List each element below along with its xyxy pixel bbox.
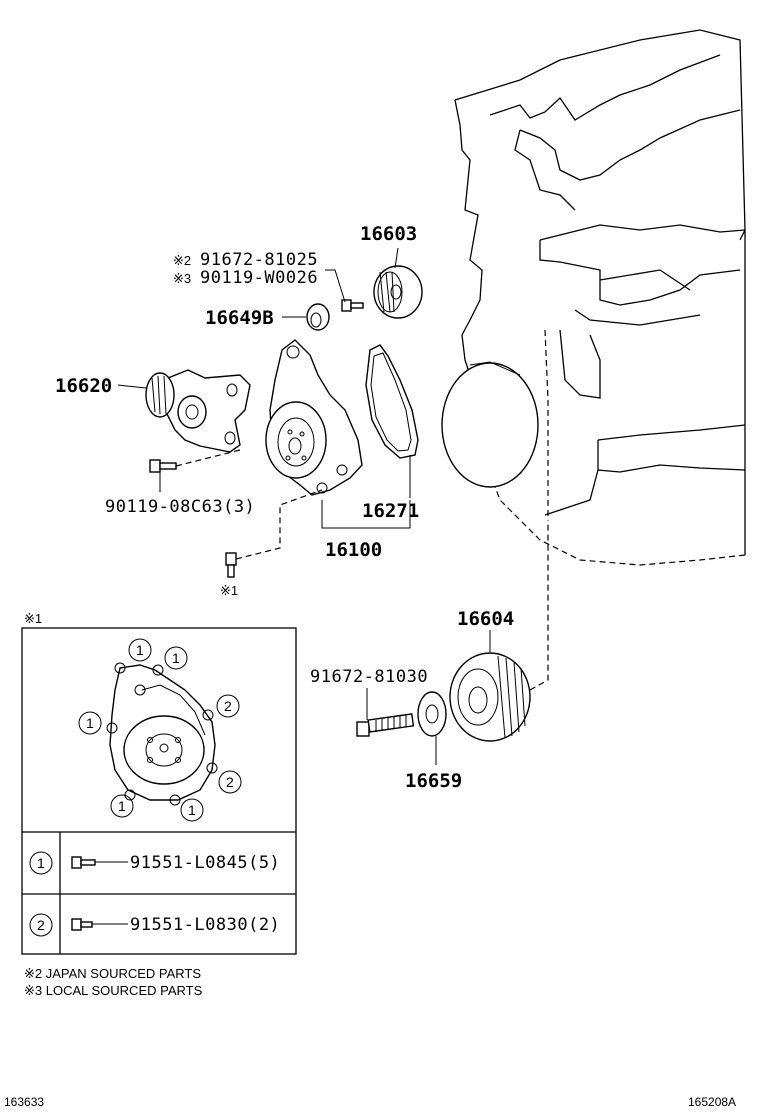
svg-text:1: 1 — [188, 802, 196, 818]
label-16620: 16620 — [55, 375, 112, 397]
label-91672-81025: 91672-81025 — [200, 250, 318, 270]
inset-row-2: 2 91551-L0830(2) — [29, 913, 280, 937]
svg-text:2: 2 — [224, 698, 232, 714]
bolt-91672-81025 — [325, 269, 364, 312]
inset-callout-2a: 2 — [216, 694, 240, 718]
bolt-90119-08C63 — [149, 449, 241, 492]
footer-right-code: 165208A — [688, 1095, 736, 1109]
note-local-sourced: ※3 LOCAL SOURCED PARTS — [24, 983, 203, 998]
row-1-part: 91551-L0845(5) — [130, 853, 280, 873]
inset-callout-1c: 1 — [78, 711, 102, 735]
label-16271: 16271 — [362, 500, 419, 522]
bolt-91672-81030 — [356, 688, 415, 737]
footer-left-code: 163633 — [4, 1095, 44, 1109]
label-16649B: 16649B — [205, 307, 274, 329]
inset-row-1: 1 91551-L0845(5) — [29, 851, 280, 875]
cap-16649B — [282, 303, 330, 331]
svg-text:2: 2 — [226, 774, 234, 790]
row-1-index: 1 — [37, 855, 45, 871]
label-16603: 16603 — [360, 223, 417, 245]
tensioner-16620 — [117, 369, 251, 453]
pulley-16604 — [449, 520, 549, 742]
inset-box — [21, 627, 297, 955]
inset-callout-1b: 1 — [164, 646, 188, 670]
inset-title: ※1 — [24, 611, 42, 626]
mark-x3: ※3 — [173, 271, 191, 286]
svg-text:1: 1 — [86, 715, 94, 731]
idler-pulley-16603 — [373, 247, 423, 319]
gasket-16271 — [365, 344, 419, 498]
washer-16659 — [417, 691, 447, 765]
label-90119-08C63: 90119-08C63(3) — [105, 497, 255, 517]
svg-text:1: 1 — [136, 642, 144, 658]
label-16100: 16100 — [325, 539, 382, 561]
inset-callout-1e: 1 — [180, 798, 204, 822]
inset-callout-2b: 2 — [218, 770, 242, 794]
label-91672-81030: 91672-81030 — [310, 667, 428, 687]
label-16604: 16604 — [457, 608, 514, 630]
mark-x2: ※2 — [173, 253, 191, 268]
svg-text:1: 1 — [172, 650, 180, 666]
label-16659: 16659 — [405, 770, 462, 792]
inset-callout-1d: 1 — [110, 794, 134, 818]
row-2-part: 91551-L0830(2) — [130, 915, 280, 935]
engine-block-outline — [454, 29, 746, 566]
row-2-index: 2 — [37, 917, 45, 933]
bolt-x1 — [225, 489, 323, 578]
timing-cover-boss — [441, 361, 539, 488]
mark-x1: ※1 — [220, 583, 238, 598]
water-pump-16100 — [265, 339, 411, 529]
svg-text:1: 1 — [118, 798, 126, 814]
note-japan-sourced: ※2 JAPAN SOURCED PARTS — [24, 966, 201, 981]
inset-pump-flange — [106, 662, 218, 806]
inset-callout-1a: 1 — [128, 638, 152, 662]
label-90119-W0026: 90119-W0026 — [200, 268, 318, 288]
